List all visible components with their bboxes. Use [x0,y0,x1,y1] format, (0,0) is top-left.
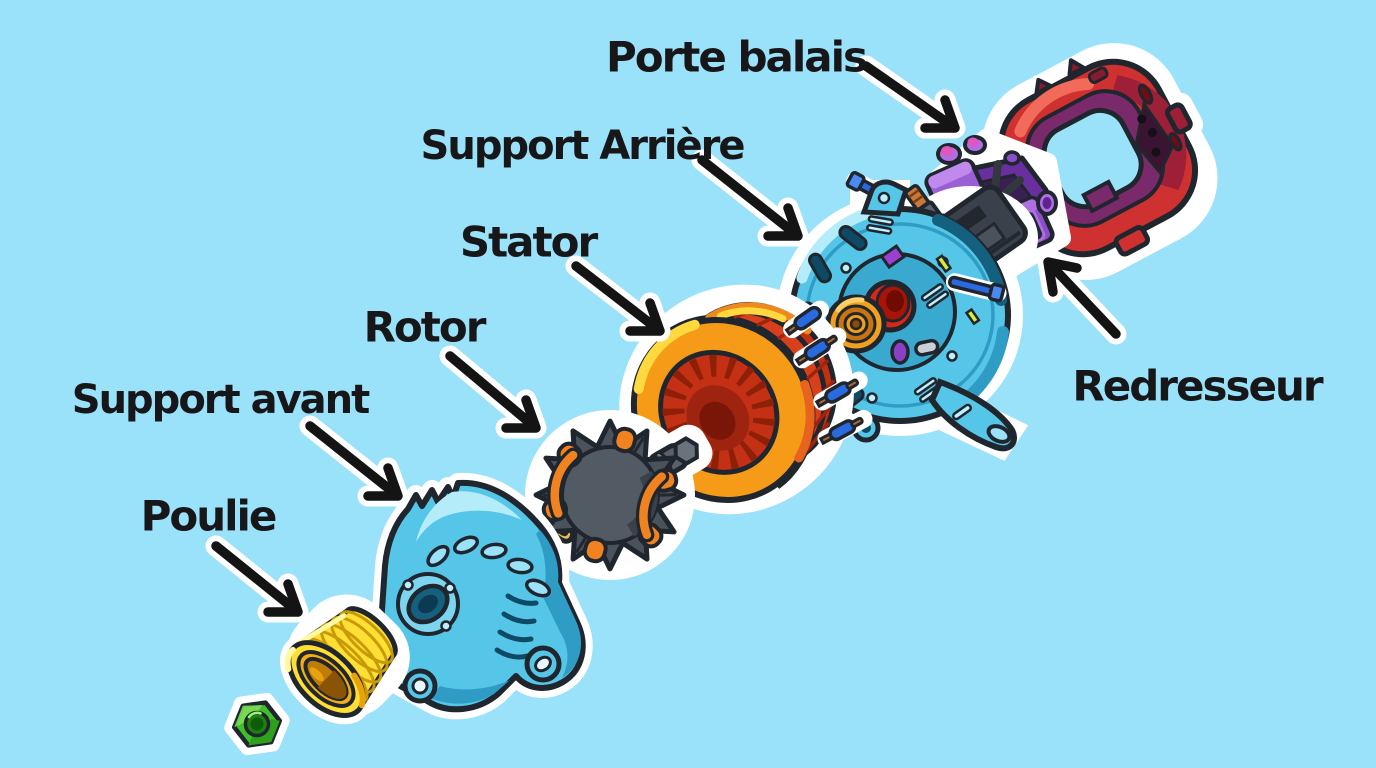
stator-wire-leads [783,300,873,448]
vent-hole [480,542,508,560]
arrow-rotor [439,345,547,439]
part-nut [224,692,290,756]
label-support-avant: Support avant [71,377,370,423]
vent-hole [506,557,534,575]
label-porte-balais: Porte balais [605,32,868,82]
vent-hole [452,535,480,555]
label-poulie: Poulie [140,491,278,541]
vent-hole [426,544,450,568]
vent-hole [524,578,552,598]
part-pulley [279,594,410,725]
label-arrows [205,55,1127,623]
part-rear-support [777,170,1038,461]
arrow-redresseur [1037,251,1127,345]
arrow-support-avant [299,415,409,507]
label-redresseur: Redresseur [1072,361,1323,411]
arrow-poulie [205,535,309,623]
label-stator: Stator [459,217,598,267]
arrow-porte-balais [855,55,966,139]
arrow-stator [565,255,671,342]
label-rotor: Rotor [363,302,487,352]
arrow-support-arriere [691,149,809,247]
part-front-support [368,472,593,720]
bolt [945,273,1007,303]
winding [612,426,638,454]
winding [582,536,608,564]
label-support-arriere: Support Arrière [420,123,746,169]
shaft-bore [406,583,450,625]
